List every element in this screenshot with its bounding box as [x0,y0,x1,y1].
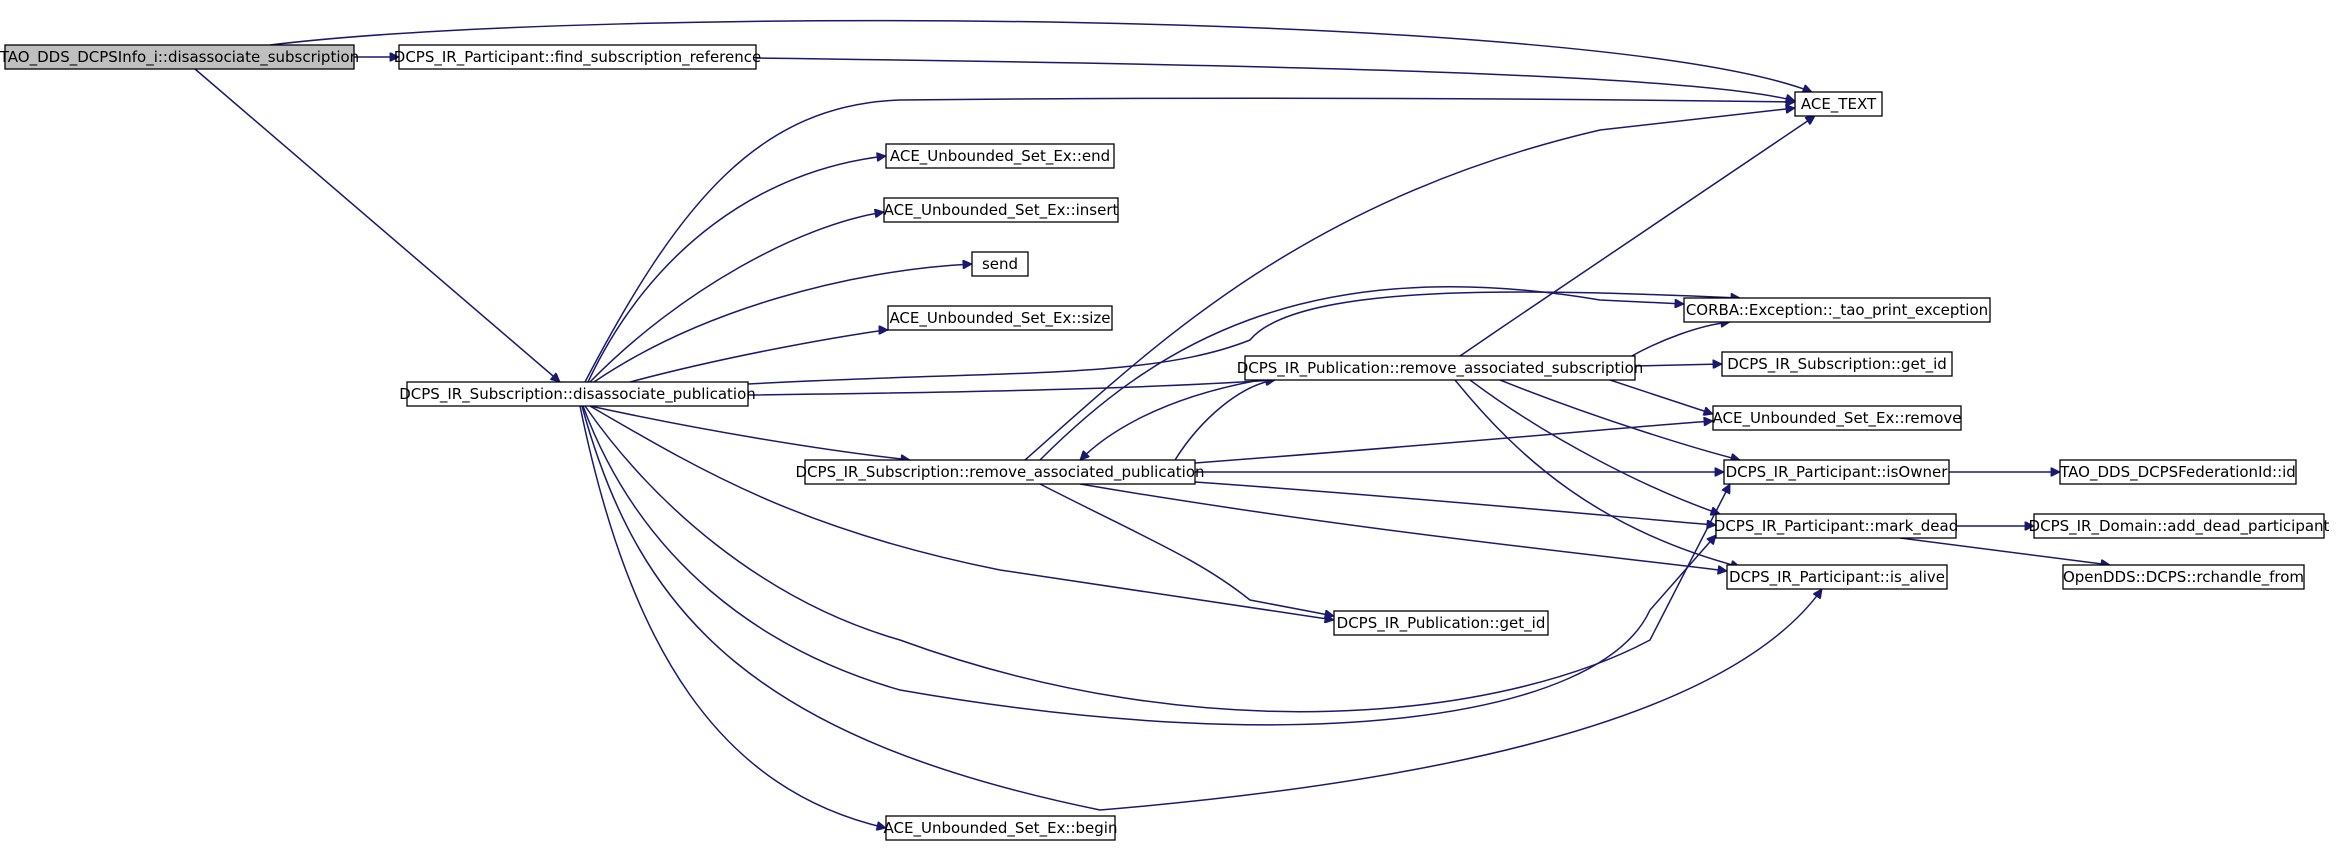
call-edges [194,19,2110,828]
node-box [1721,351,1953,377]
edge-pub_remove_sub-to-is_owner [1499,379,1740,460]
edge-sub_remove_pub-to-pub_get_id [1039,483,1334,616]
node-label: DCPS_IR_Participant::find_subscription_r… [394,48,761,67]
edge-sub_remove_pub-to-mark_dead [1194,481,1716,525]
node-label: DCPS_IR_Publication::remove_associated_s… [1237,359,1644,378]
node-label: DCPS_IR_Participant::is_alive [1729,568,1945,587]
node-label: ACE_Unbounded_Set_Ex::begin [884,819,1118,838]
node-root[interactable]: TAO_DDS_DCPSInfo_i::disassociate_subscri… [0,44,359,70]
edge-root-to-disassoc_pub [194,68,560,382]
edge-disassoc_pub-to-pub_get_id [589,405,1334,620]
edge-disassoc_pub-to-sub_remove_pub [589,405,910,460]
node-set-remove[interactable]: ACE_Unbounded_Set_Ex::remove [1712,405,1962,431]
edge-disassoc_pub-to-mark_dead [582,405,1716,726]
edge-disassoc_pub-to-set_begin [579,405,886,828]
edge-disassoc_pub-to-is_owner [584,405,1731,713]
edge-disassoc_pub-to-is_alive [581,405,1823,811]
node-mark-dead[interactable]: DCPS_IR_Participant::mark_dead [1714,513,1958,539]
edge-pub_remove_sub-to-mark_dead [1469,379,1720,514]
node-label: TAO_DDS_DCPSInfo_i::disassociate_subscri… [0,48,359,67]
edge-disassoc_pub-to-set_insert [589,212,884,383]
node-label: ACE_TEXT [1801,95,1877,114]
node-label: DCPS_IR_Participant::isOwner [1726,463,1949,482]
edge-mark_dead-to-rchandle [1899,537,2110,565]
node-label: CORBA::Exception::_tao_print_exception [1686,301,1988,320]
node-box [406,381,749,407]
call-nodes: TAO_DDS_DCPSInfo_i::disassociate_subscri… [0,44,2330,841]
node-label: DCPS_IR_Domain::add_dead_participant [2029,517,2330,536]
node-set-begin[interactable]: ACE_Unbounded_Set_Ex::begin [884,815,1118,841]
node-is-owner[interactable]: DCPS_IR_Participant::isOwner [1723,459,1950,485]
node-set-insert[interactable]: ACE_Unbounded_Set_Ex::insert [883,197,1119,223]
edge-pub_remove_sub-to-is_alive [1454,379,1740,567]
node-box [1712,405,1962,431]
node-box [1715,513,1957,539]
node-sub-remove-pub[interactable]: DCPS_IR_Subscription::remove_associated_… [796,459,1205,485]
node-label: ACE_Unbounded_Set_Ex::end [890,147,1110,166]
node-label: DCPS_IR_Participant::mark_dead [1714,517,1958,536]
node-box [398,44,757,70]
node-label: send [982,255,1018,273]
node-box [1244,355,1636,381]
node-box [2062,564,2305,590]
edge-sub_remove_pub-to-set_remove [1194,421,1713,464]
node-box [883,197,1119,223]
edge-pub_remove_sub-to-sub_remove_pub [1080,379,1261,460]
edge-pub_remove_sub-to-sub_get_id [1634,364,1722,366]
node-label: DCPS_IR_Subscription::disassociate_publi… [399,385,756,404]
node-label: OpenDDS::DCPS::rchandle_from [2063,568,2304,587]
edge-sub_remove_pub-to-corba_ex [1039,286,1684,461]
node-label: DCPS_IR_Subscription::get_id [1727,355,1947,374]
edge-sub_remove_pub-to-is_alive [1079,483,1727,571]
node-pub-remove-sub[interactable]: DCPS_IR_Publication::remove_associated_s… [1237,355,1644,381]
node-box [1683,297,1991,323]
edge-root-to-ace_text [269,19,1812,92]
node-add-dead[interactable]: DCPS_IR_Domain::add_dead_participant [2029,513,2330,539]
edge-sub_remove_pub-to-pub_remove_sub [1174,380,1275,461]
node-box [804,459,1196,485]
node-label: DCPS_IR_Publication::get_id [1337,614,1546,633]
node-label: TAO_DDS_DCPSFederationId::id [2059,463,2296,482]
node-disassoc-pub[interactable]: DCPS_IR_Subscription::disassociate_publi… [399,381,756,407]
node-send[interactable]: send [971,251,1029,277]
edge-disassoc_pub-to-pub_remove_sub [747,380,1275,396]
node-ace-text[interactable]: ACE_TEXT [1794,91,1883,117]
edge-disassoc_pub-to-set_end [587,156,886,383]
edge-sub_remove_pub-to-ace_text [1024,108,1795,461]
node-set-end[interactable]: ACE_Unbounded_Set_Ex::end [885,143,1115,169]
node-box [4,44,355,70]
node-box [2059,459,2297,485]
edge-pub_remove_sub-to-corba_ex [1629,322,1730,358]
node-box [1723,459,1950,485]
node-label: DCPS_IR_Subscription::remove_associated_… [796,463,1205,482]
node-label: ACE_Unbounded_Set_Ex::size [889,309,1110,328]
node-box [2033,513,2325,539]
node-find-ref[interactable]: DCPS_IR_Participant::find_subscription_r… [394,44,761,70]
edge-disassoc_pub-to-set_size [629,330,888,383]
node-pub-get-id[interactable]: DCPS_IR_Publication::get_id [1333,610,1549,636]
node-box [1726,564,1948,590]
edge-pub_remove_sub-to-ace_text [1459,115,1815,357]
node-label: ACE_Unbounded_Set_Ex::insert [884,201,1119,220]
node-is-alive[interactable]: DCPS_IR_Participant::is_alive [1726,564,1948,590]
node-fed-id[interactable]: TAO_DDS_DCPSFederationId::id [2059,459,2297,485]
edge-disassoc_pub-to-ace_text [584,98,1795,383]
node-box [885,815,1116,841]
node-box [885,143,1115,169]
edge-find_ref-to-ace_text [755,57,1795,101]
node-rchandle[interactable]: OpenDDS::DCPS::rchandle_from [2062,564,2305,590]
node-box [1794,91,1883,117]
node-box [971,251,1029,277]
edge-disassoc_pub-to-send [593,264,972,383]
node-label: ACE_Unbounded_Set_Ex::remove [1713,409,1962,428]
node-corba-ex[interactable]: CORBA::Exception::_tao_print_exception [1683,297,1991,323]
node-sub-get-id[interactable]: DCPS_IR_Subscription::get_id [1721,351,1953,377]
node-set-size[interactable]: ACE_Unbounded_Set_Ex::size [887,305,1113,331]
node-box [887,305,1113,331]
edge-pub_remove_sub-to-set_remove [1609,379,1713,414]
node-box [1333,610,1549,636]
